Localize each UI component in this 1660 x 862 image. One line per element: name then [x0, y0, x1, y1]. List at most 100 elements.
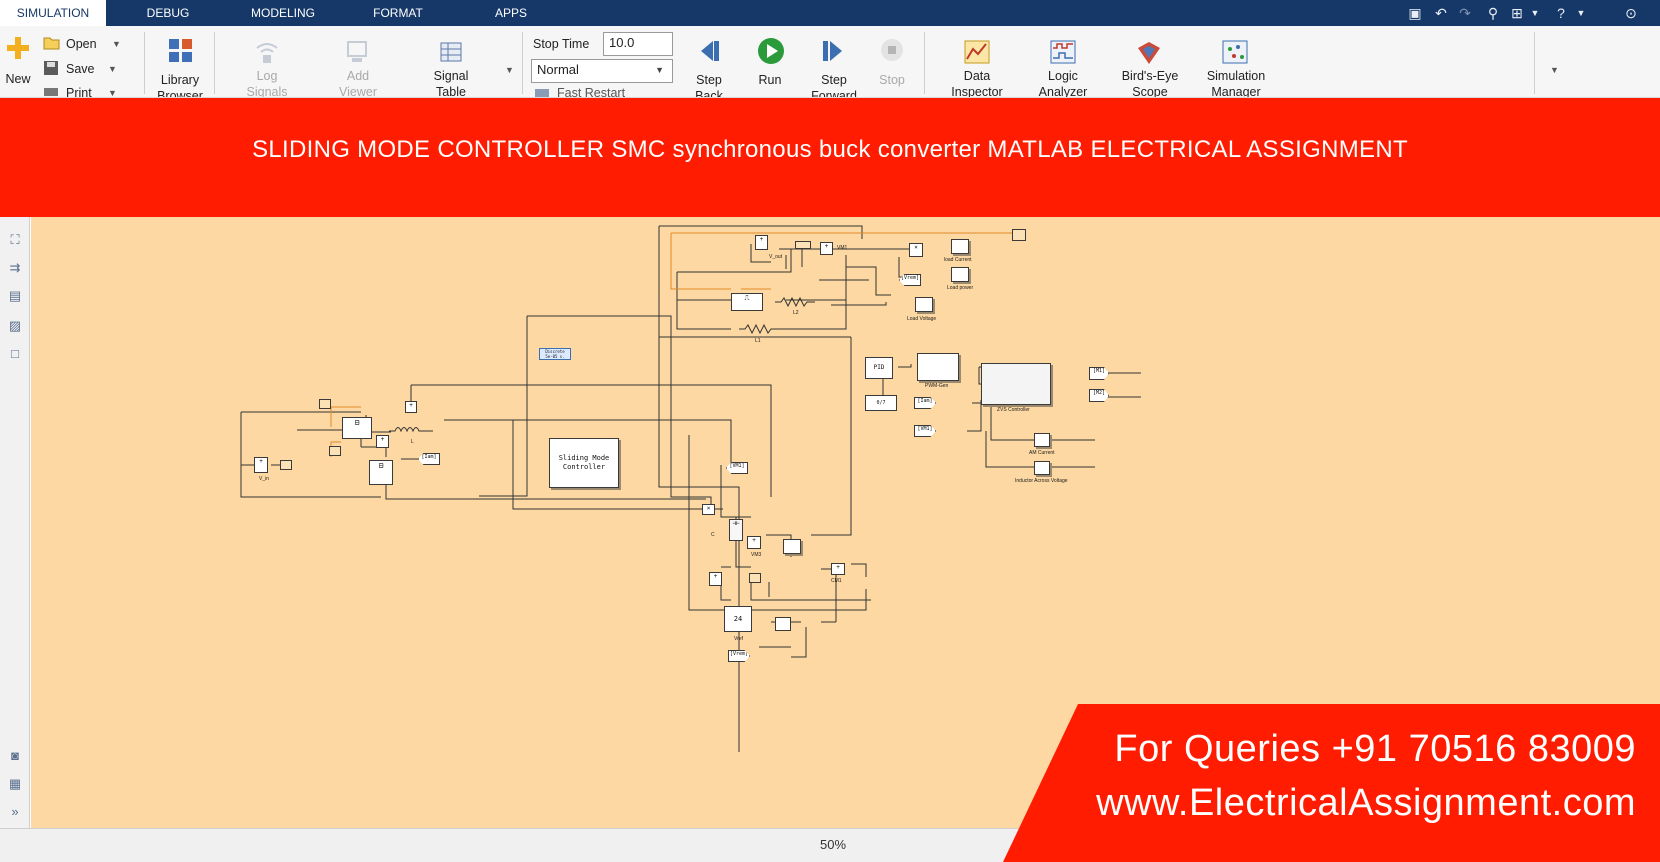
camera-icon[interactable]: ◙	[11, 748, 19, 763]
tag-goto-m1[interactable]: [M1]	[1089, 367, 1109, 380]
scope-load-power[interactable]	[951, 267, 969, 282]
chevron-down-icon[interactable]: ▼	[108, 64, 117, 74]
capacitor-c[interactable]: ⊣⊢	[729, 519, 743, 541]
simulation-manager-icon	[1222, 40, 1248, 64]
tab-debug[interactable]: DEBUG	[146, 6, 190, 20]
logic-analyzer-button[interactable]: Logic Analyzer	[1032, 68, 1094, 97]
pid-controller[interactable]: PID	[865, 357, 893, 379]
voltage-measurement-vm3[interactable]: +	[747, 536, 761, 549]
tag-from-gate1[interactable]	[319, 399, 331, 409]
simulation-manager-button[interactable]: Simulation Manager	[1198, 68, 1274, 97]
step-forward-label-2: Forward	[811, 89, 857, 98]
model-canvas[interactable]: + V_out + VM1 × load Current Load power …	[31, 217, 1660, 828]
chevron-down-icon[interactable]: ▼	[1530, 8, 1540, 18]
find-icon[interactable]: ⚲	[1487, 5, 1499, 21]
tag-goto-top[interactable]	[1012, 229, 1026, 241]
chevron-down-icon[interactable]: ▼	[1576, 8, 1586, 18]
tag-goto-vin[interactable]	[280, 460, 292, 470]
arrow-icon[interactable]: ⇉	[9, 260, 21, 275]
current-sensor-bottom[interactable]: +	[709, 572, 722, 586]
mosfet-lower[interactable]: ⊟	[369, 460, 393, 485]
scope-load-current[interactable]	[951, 239, 969, 254]
stop-button[interactable]: Stop	[879, 73, 905, 87]
zoom-level[interactable]: 50%	[820, 837, 847, 852]
run-button[interactable]: Run	[758, 73, 782, 87]
gain-block[interactable]: 0/7	[865, 395, 897, 411]
add-viewer-button[interactable]: Add Viewer	[330, 68, 386, 97]
constant-vref[interactable]: 24	[724, 606, 752, 632]
zvs-controller-block[interactable]	[981, 363, 1051, 405]
simulation-mode-select[interactable]: Normal ▼	[531, 59, 673, 83]
dc-source[interactable]: +	[254, 457, 268, 473]
step-back-button[interactable]: Step Back	[686, 72, 732, 97]
mosfet-upper[interactable]: ⊟	[342, 417, 372, 439]
scope-inductor-voltage[interactable]	[1034, 461, 1050, 475]
birds-eye-scope-button[interactable]: Bird's-Eye Scope	[1114, 68, 1186, 97]
redo-icon[interactable]: ↷	[1459, 5, 1471, 21]
tag-vm1[interactable]: [VM1]	[726, 462, 748, 474]
scope-load-voltage[interactable]	[915, 297, 933, 312]
powergui-discrete[interactable]: Discrete 5e-05 s.	[539, 348, 571, 360]
print-button[interactable]: Print	[66, 86, 92, 98]
save-icon[interactable]: ▣	[1408, 5, 1422, 21]
stop-time-input[interactable]: 10.0	[603, 32, 673, 56]
switch-block[interactable]: ⎍	[731, 293, 763, 311]
sum-error-block[interactable]	[775, 617, 791, 631]
tag-goto-m2[interactable]: [M2]	[1089, 389, 1109, 402]
undo-icon[interactable]: ↶	[1435, 5, 1447, 21]
library-browser-button[interactable]: Library Browser	[152, 72, 208, 97]
signal-table-button[interactable]: Signal Table	[422, 68, 480, 98]
tab-modeling[interactable]: MODELING	[250, 6, 315, 20]
tab-apps[interactable]: APPS	[494, 6, 527, 20]
area-icon[interactable]: □	[11, 346, 19, 361]
tag-from-vrem[interactable]: [Vrem]	[728, 650, 750, 662]
collapse-ribbon-icon[interactable]: ⊙	[1625, 5, 1637, 21]
tab-simulation[interactable]: SIMULATION	[0, 0, 106, 26]
new-icon[interactable]	[6, 36, 30, 60]
log-signals-label-2: Signals	[246, 85, 288, 98]
chevron-down-icon[interactable]: ▼	[1550, 65, 1559, 75]
data-inspector-button[interactable]: Data Inspector	[946, 68, 1008, 97]
tag-goto-block[interactable]	[795, 241, 811, 249]
tag-from-vm1[interactable]: [VM1]	[914, 425, 936, 437]
pwm-generator[interactable]	[917, 353, 959, 381]
resistor-l1	[739, 324, 779, 334]
expand-icon[interactable]: »	[11, 804, 19, 819]
scope-vm3[interactable]	[783, 539, 801, 554]
tag-iam[interactable]: [Iam]	[418, 453, 440, 465]
step-back-label-1: Step	[696, 73, 722, 87]
tab-format[interactable]: FORMAT	[373, 6, 423, 20]
scope-am-current[interactable]	[1034, 433, 1050, 447]
sum-block[interactable]: ×	[702, 504, 715, 515]
product-block[interactable]: ×	[909, 243, 923, 257]
sliding-mode-controller-block[interactable]: Sliding Mode Controller	[549, 438, 619, 488]
zoom-fit-icon[interactable]: ⊞	[1511, 5, 1523, 21]
annotation-icon[interactable]: ▤	[8, 288, 22, 303]
chevron-down-icon[interactable]: ▼	[112, 39, 121, 49]
tag-vrem[interactable]: [Vrem]	[899, 274, 921, 286]
tag-from-gate2[interactable]	[329, 446, 341, 456]
signal-table-label-2: Table	[436, 85, 466, 98]
chevron-down-icon[interactable]: ▼	[108, 88, 117, 98]
tag-goto-bottom[interactable]	[749, 573, 761, 583]
save-button[interactable]: Save	[66, 62, 95, 76]
voltage-sensor-vout[interactable]: +	[755, 235, 768, 250]
current-measurement[interactable]: +	[376, 435, 389, 448]
image-icon[interactable]: ▨	[8, 318, 22, 333]
ribbon-toolbar: New Open ▼ Save ▼ Print ▼ Library Browse…	[0, 26, 1660, 98]
chevron-down-icon[interactable]: ▼	[505, 65, 514, 75]
tag-from-iam[interactable]: [Iam]	[914, 397, 936, 409]
current-sensor[interactable]: +	[405, 401, 417, 413]
fast-restart-button[interactable]: Fast Restart	[557, 86, 626, 98]
step-forward-button[interactable]: Step Forward	[806, 72, 862, 98]
new-button[interactable]: New	[5, 72, 31, 86]
voltage-measurement-vm1[interactable]: +	[820, 242, 833, 255]
model-browser-icon[interactable]: ▦	[8, 776, 22, 791]
help-icon[interactable]: ?	[1557, 5, 1565, 21]
log-signals-button[interactable]: Log Signals	[240, 68, 294, 98]
open-button[interactable]: Open	[66, 37, 97, 51]
discrete-line-2: 5e-05 s.	[545, 354, 565, 359]
stop-time-label: Stop Time	[533, 37, 590, 51]
fit-to-view-icon[interactable]: ⛶	[10, 232, 20, 247]
current-measurement-cm1[interactable]: +	[831, 563, 845, 575]
